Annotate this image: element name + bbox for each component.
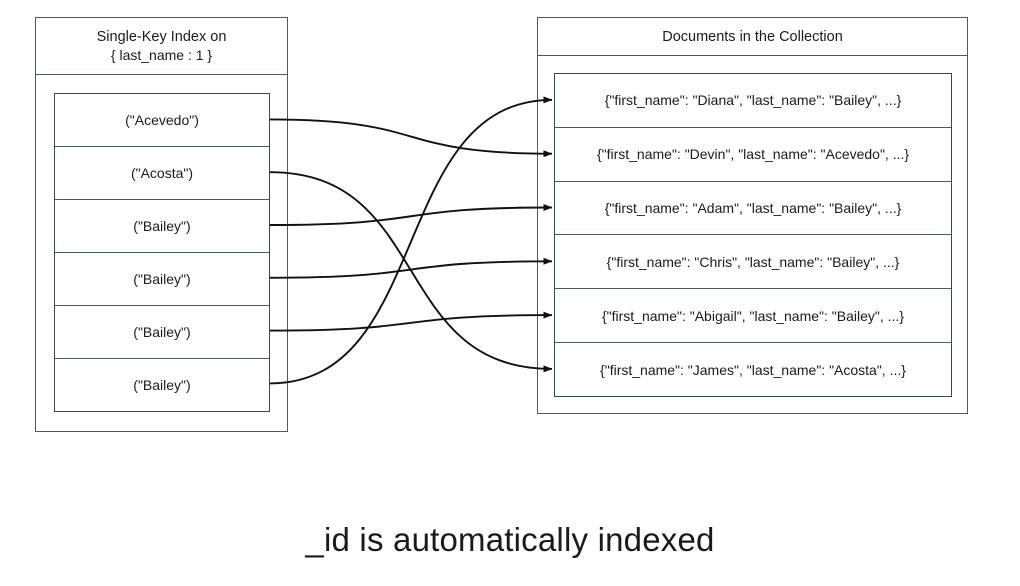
connector-arrow	[269, 257, 553, 279]
connector-arrow	[269, 96, 553, 385]
index-entry-row[interactable]: ("Acevedo")	[55, 94, 269, 147]
document-label: {"first_name": "Abigail", "last_name": "…	[601, 307, 904, 324]
index-entry-label: ("Bailey")	[133, 377, 191, 393]
document-label: {"first_name": "Diana", "last_name": "Ba…	[604, 92, 902, 109]
page-caption: _id is automatically indexed	[305, 521, 715, 558]
document-label: {"first_name": "Adam", "last_name": "Bai…	[604, 200, 902, 217]
connector-arrow	[269, 171, 553, 373]
index-entry-label: ("Acevedo")	[125, 112, 199, 128]
index-entry-row[interactable]: ("Bailey")	[55, 359, 269, 411]
document-label: {"first_name": "Devin", "last_name": "Ac…	[596, 146, 910, 163]
documents-panel: Documents in the Collection {"first_name…	[537, 17, 968, 414]
index-entry-label: ("Acosta")	[130, 165, 194, 181]
connector-arrow	[269, 204, 553, 226]
document-label: {"first_name": "James", "last_name": "Ac…	[600, 361, 906, 378]
document-stack: {"first_name": "Diana", "last_name": "Ba…	[554, 73, 952, 397]
index-entry-label: ("Bailey")	[133, 218, 191, 234]
document-row[interactable]: {"first_name": "Chris", "last_name": "Ba…	[555, 235, 951, 290]
document-row[interactable]: {"first_name": "Adam", "last_name": "Bai…	[555, 181, 951, 236]
documents-panel-title: Documents in the Collection	[662, 28, 843, 45]
document-label: {"first_name": "Chris", "last_name": "Ba…	[606, 253, 900, 270]
index-entry-label: ("Bailey")	[133, 271, 191, 287]
index-entry-stack: ("Acevedo") ("Acosta") ("Bailey") ("Bail…	[54, 93, 270, 412]
document-row[interactable]: {"first_name": "Abigail", "last_name": "…	[555, 289, 951, 344]
document-row[interactable]: {"first_name": "Diana", "last_name": "Ba…	[555, 74, 951, 128]
documents-panel-header: Documents in the Collection	[538, 18, 967, 56]
index-panel-header: Single-Key Index on { last_name : 1 }	[36, 18, 287, 75]
index-entry-row[interactable]: ("Acosta")	[55, 147, 269, 200]
index-entry-label: ("Bailey")	[133, 324, 191, 340]
index-entry-row[interactable]: ("Bailey")	[55, 253, 269, 306]
index-panel-title-line1: Single-Key Index on	[96, 29, 227, 45]
index-entry-row[interactable]: ("Bailey")	[55, 200, 269, 253]
connector-arrow	[269, 311, 553, 332]
index-panel: Single-Key Index on { last_name : 1 } ("…	[35, 17, 288, 432]
connector-paths	[269, 96, 553, 385]
index-panel-title-line2: { last_name : 1 }	[110, 47, 213, 63]
index-entry-row[interactable]: ("Bailey")	[55, 306, 269, 359]
connector-arrow	[269, 118, 553, 158]
document-row[interactable]: {"first_name": "Devin", "last_name": "Ac…	[555, 127, 951, 182]
document-row[interactable]: {"first_name": "James", "last_name": "Ac…	[555, 343, 951, 396]
